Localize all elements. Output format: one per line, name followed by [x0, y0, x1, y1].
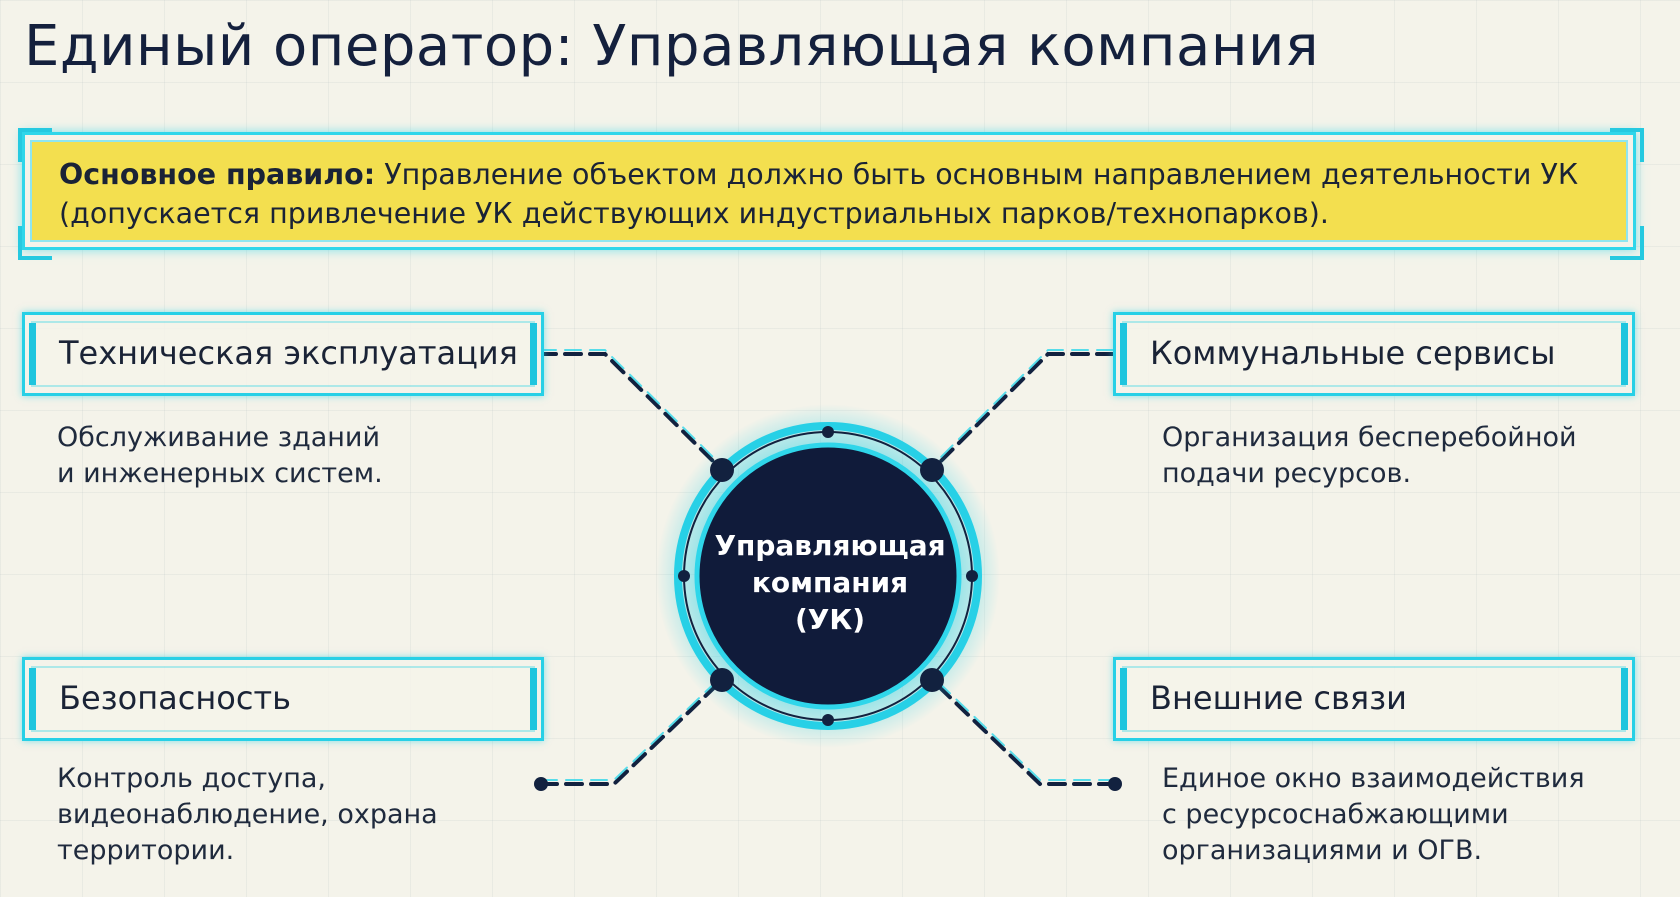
connector-line-tech	[538, 352, 724, 472]
desc-external-relations: Единое окно взаимодействия с ресурсоснаб…	[1162, 761, 1680, 869]
connector-line-security	[539, 678, 724, 786]
desc-external-line1: Единое окно взаимодействия	[1162, 763, 1585, 794]
desc-tech-operation: Обслуживание зданий и инженерных систем.	[57, 420, 577, 492]
card-utility-services: Коммунальные сервисы	[1113, 312, 1635, 396]
desc-external-line2: с ресурсоснабжающими	[1162, 799, 1509, 830]
desc-security-line3: территории.	[57, 835, 235, 866]
hub-label: Управляющая компания (УК)	[670, 527, 990, 638]
card-title-utility: Коммунальные сервисы	[1150, 334, 1556, 372]
hub-core	[694, 442, 962, 710]
desc-security-line1: Контроль доступа,	[57, 763, 326, 794]
connector-end-dot	[534, 777, 548, 791]
desc-tech-line1: Обслуживание зданий	[57, 422, 381, 453]
desc-external-line3: организациями и ОГВ.	[1162, 835, 1483, 866]
desc-security-line2: видеонаблюдение, охрана	[57, 799, 438, 830]
page-title: Единый оператор: Управляющая компания	[24, 14, 1320, 79]
main-rule-text: Основное правило: Управление объектом до…	[59, 155, 1603, 233]
connector-end-dot	[1108, 777, 1122, 791]
card-external-relations: Внешние связи	[1113, 657, 1635, 741]
card-tech-operation: Техническая эксплуатация	[22, 312, 544, 396]
corner-bracket-icon	[1610, 128, 1644, 162]
rule-text-line1: Управление объектом должно быть основным…	[375, 158, 1579, 191]
card-title-security: Безопасность	[59, 679, 291, 717]
card-security: Безопасность	[22, 657, 544, 741]
desc-utility-services: Организация бесперебойной подачи ресурсо…	[1162, 420, 1680, 492]
rule-label: Основное правило:	[59, 158, 376, 191]
connector-line-utility	[930, 352, 1115, 472]
desc-security: Контроль доступа, видеонаблюдение, охран…	[57, 761, 577, 869]
rule-text-line2: (допускается привлечение УК действующих …	[59, 197, 1329, 230]
hub-nodes	[678, 426, 978, 726]
main-rule-box: Основное правило: Управление объектом до…	[22, 132, 1636, 250]
corner-bracket-icon	[18, 226, 52, 260]
card-title-tech: Техническая эксплуатация	[59, 334, 518, 372]
hub-label-line1: Управляющая	[714, 529, 946, 562]
desc-utility-line1: Организация бесперебойной	[1162, 422, 1577, 453]
hub-label-line2: компания	[751, 566, 909, 599]
hub-label-line3: (УК)	[794, 603, 866, 636]
connector-line-external	[930, 678, 1117, 786]
card-title-external: Внешние связи	[1150, 679, 1407, 717]
corner-bracket-icon	[1610, 226, 1644, 260]
desc-utility-line2: подачи ресурсов.	[1162, 458, 1412, 489]
corner-bracket-icon	[18, 128, 52, 162]
desc-tech-line2: и инженерных систем.	[57, 458, 383, 489]
